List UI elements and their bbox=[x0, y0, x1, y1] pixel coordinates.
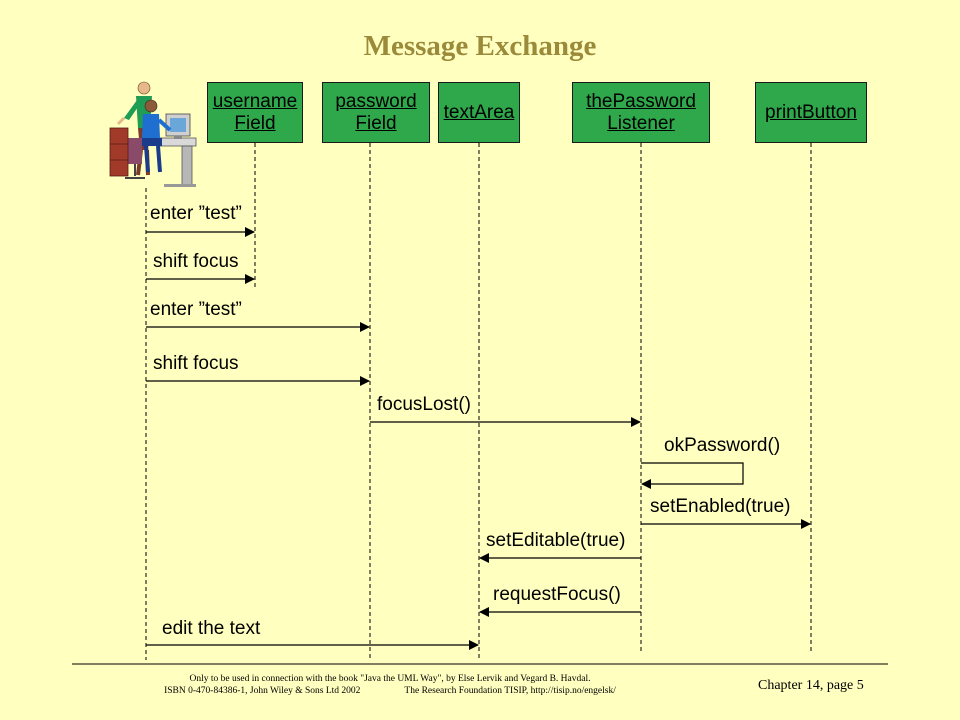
object-label: Field bbox=[234, 112, 276, 134]
message-label: focusLost() bbox=[377, 394, 471, 415]
message-arrow-6 bbox=[641, 462, 744, 489]
message-label: requestFocus() bbox=[493, 584, 621, 605]
message-label: enter ”test” bbox=[150, 299, 242, 320]
object-the-password-listener: thePassword Listener bbox=[572, 82, 710, 143]
object-label: password bbox=[335, 90, 417, 112]
object-label: thePassword bbox=[586, 90, 696, 112]
message-label: shift focus bbox=[153, 251, 239, 272]
object-label: Field bbox=[355, 112, 397, 134]
object-password-field: password Field bbox=[322, 82, 430, 143]
message-label: okPassword() bbox=[664, 435, 781, 456]
message-label: shift focus bbox=[153, 353, 239, 374]
user-at-computer-icon bbox=[109, 81, 197, 187]
object-print-button: printButton bbox=[755, 82, 867, 143]
page-number: Chapter 14, page 5 bbox=[758, 678, 864, 693]
object-label: printButton bbox=[765, 101, 857, 123]
object-label: username bbox=[212, 90, 298, 112]
message-label: enter ”test” bbox=[150, 203, 242, 224]
message-label: setEnabled(true) bbox=[650, 496, 791, 517]
object-label: Listener bbox=[607, 112, 675, 134]
object-text-area: textArea bbox=[438, 82, 520, 143]
message-label: setEditable(true) bbox=[486, 530, 626, 551]
footer-book-line: Only to be used in connection with the b… bbox=[189, 674, 591, 684]
footer-foundation: The Research Foundation TISIP, http://ti… bbox=[404, 686, 616, 696]
footer-credits: Only to be used in connection with the b… bbox=[70, 673, 710, 697]
page-title: Message Exchange bbox=[363, 30, 597, 62]
message-label: edit the text bbox=[162, 618, 261, 639]
footer-isbn: ISBN 0-470-84386-1, John Wiley & Sons Lt… bbox=[164, 686, 361, 696]
object-username-field: username Field bbox=[207, 82, 303, 143]
object-label: textArea bbox=[443, 101, 515, 123]
